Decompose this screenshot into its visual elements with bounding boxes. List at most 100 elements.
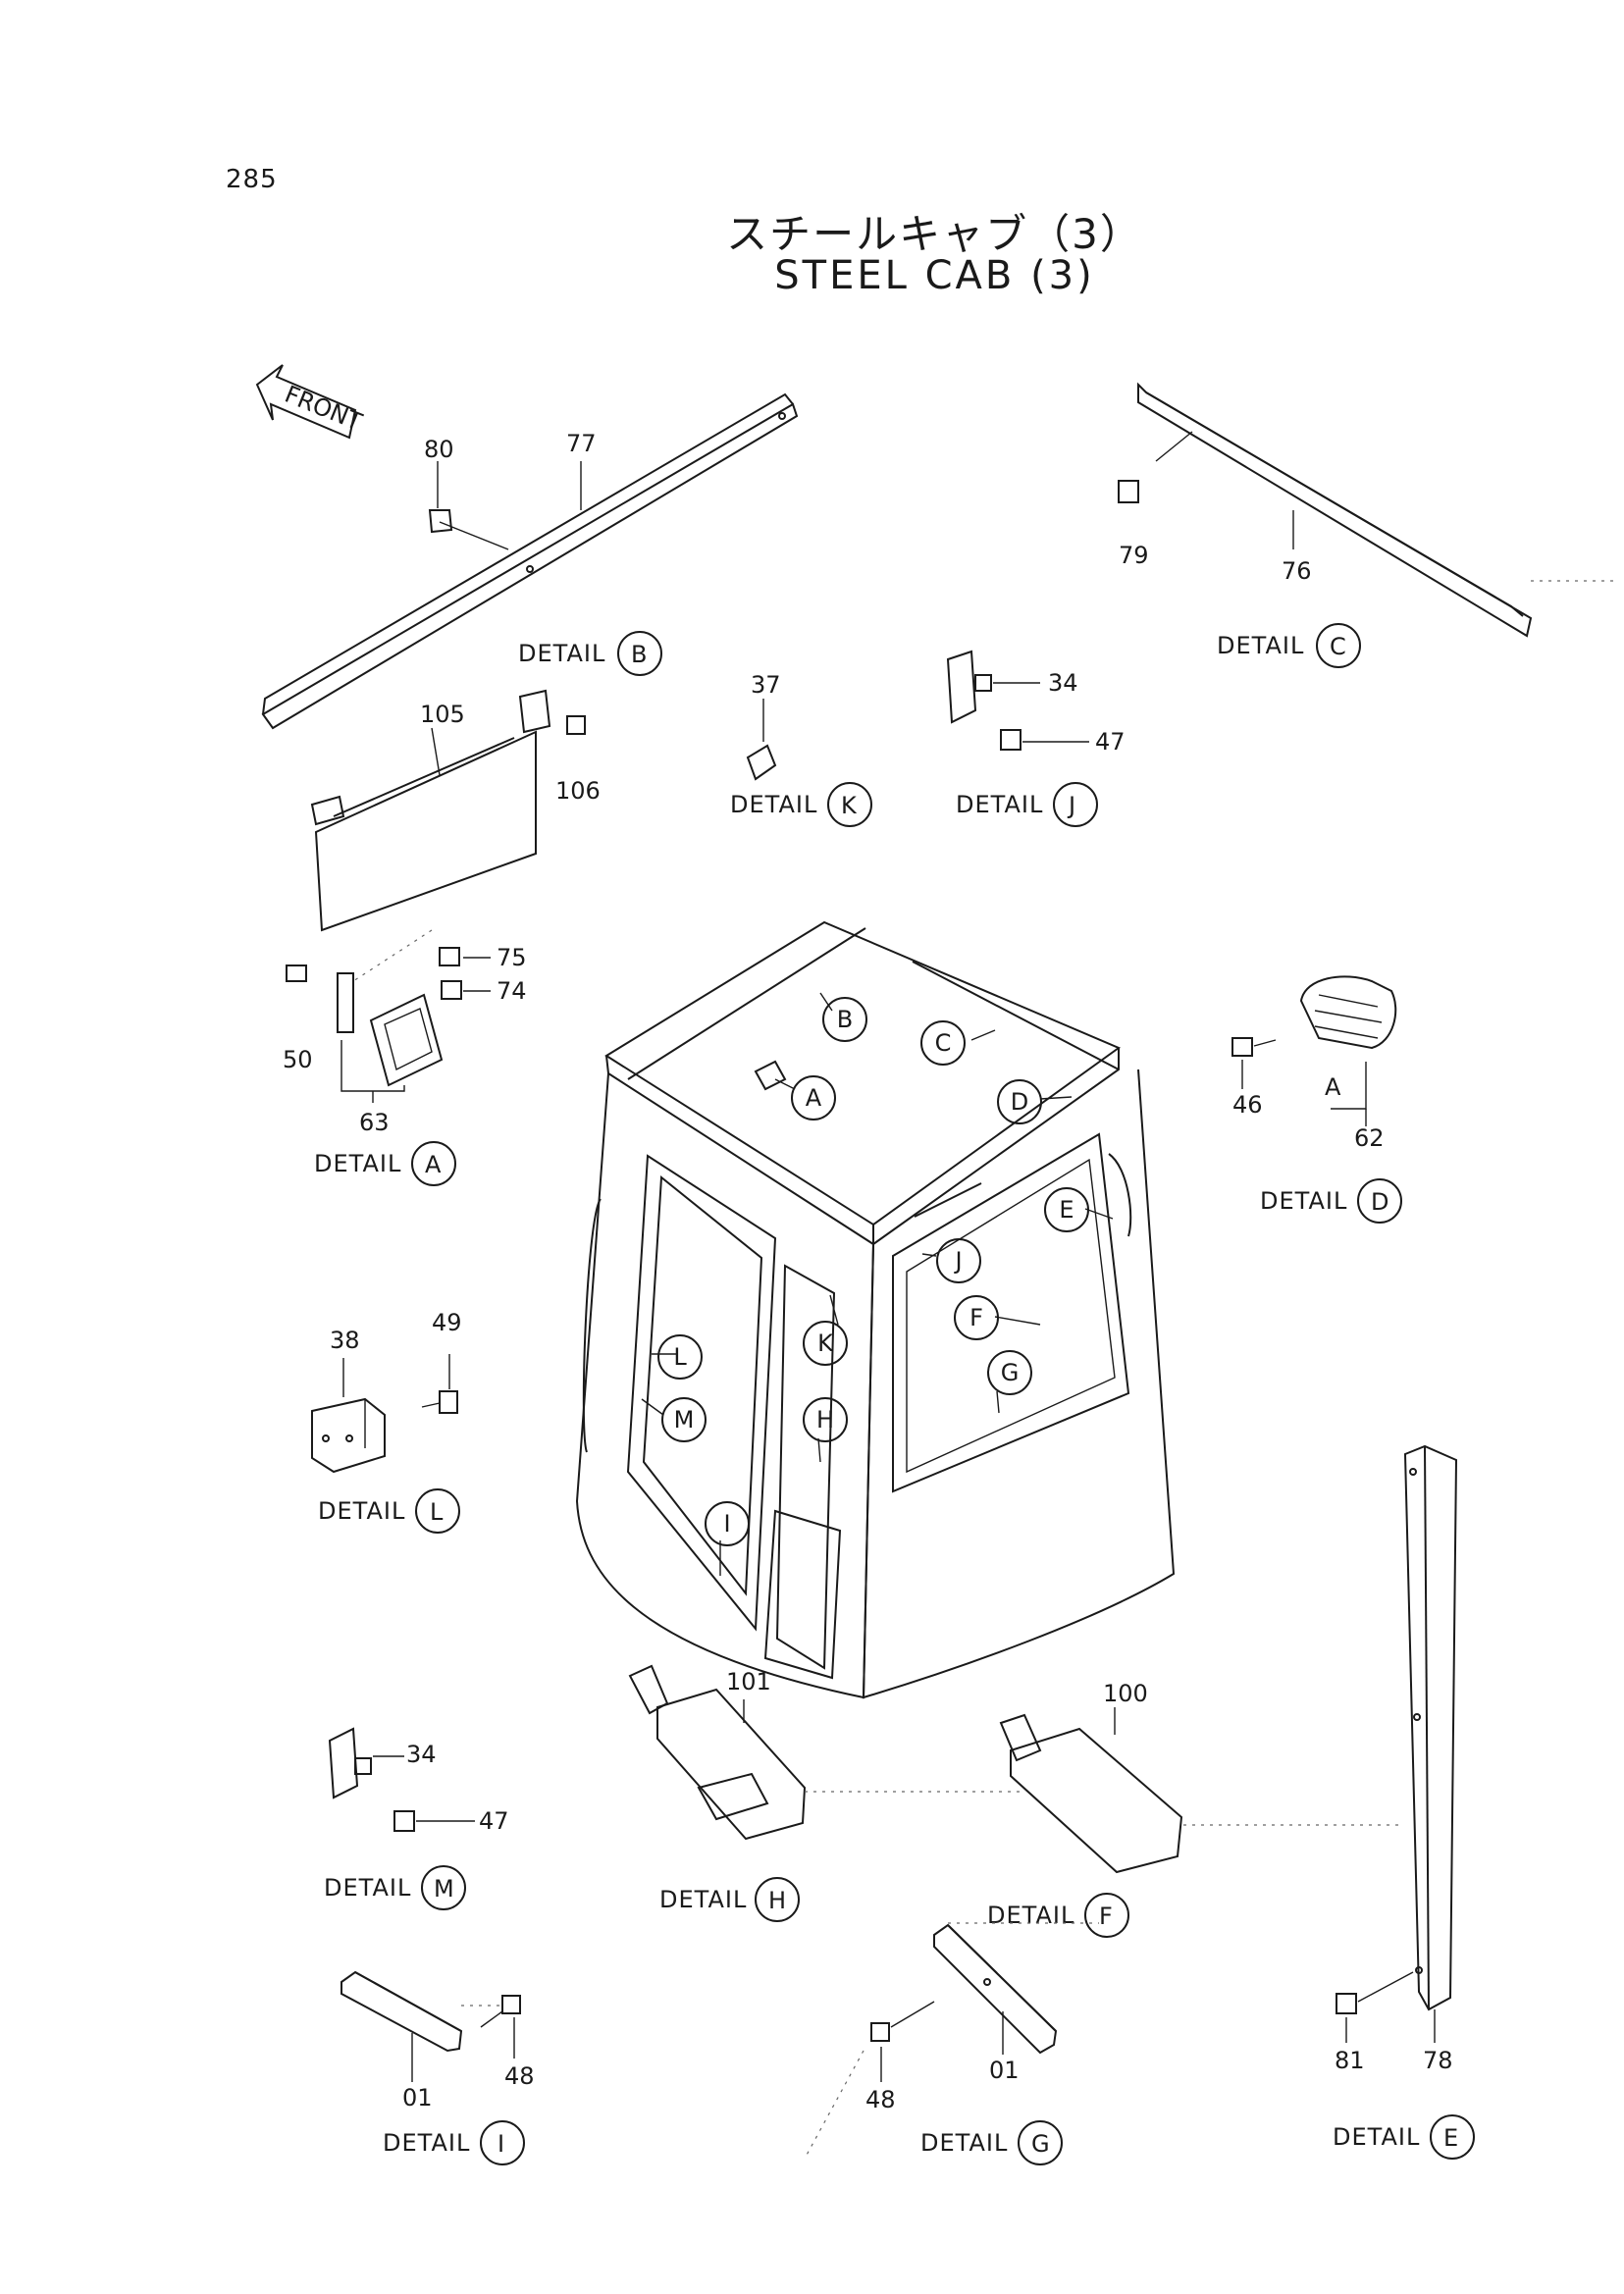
detail-a-letter: A (425, 1151, 442, 1178)
part-37: 37 (751, 671, 781, 699)
detail-k-label: DETAIL (730, 791, 817, 818)
part-106: 106 (555, 777, 601, 805)
part-77: 77 (566, 430, 597, 457)
detail-a-parts (286, 929, 491, 1103)
part-81: 81 (1335, 2047, 1365, 2074)
part-63: 63 (359, 1109, 390, 1136)
part-01-g: 01 (989, 2057, 1020, 2084)
detail-j-letter: J (1067, 792, 1075, 819)
detail-d-parts (1231, 975, 1397, 1126)
detail-f-circle (1084, 1893, 1129, 1938)
detail-h-circle (755, 1877, 800, 1922)
detail-m-label: DETAIL (324, 1874, 411, 1902)
detail-l-letter: L (430, 1498, 444, 1526)
part-105: 105 (420, 701, 465, 728)
detail-k-letter: K (841, 792, 858, 819)
detail-d-circle (1357, 1178, 1402, 1224)
detail-i-parts (341, 1970, 521, 2082)
part-48-g: 48 (865, 2086, 896, 2113)
detail-c-circle (1316, 623, 1361, 668)
detail-i-letter: I (498, 2130, 504, 2158)
detail-i-circle (480, 2120, 525, 2165)
detail-l-parts (311, 1354, 458, 1474)
detail-e-letter: E (1443, 2124, 1458, 2152)
detail-c-letter: C (1330, 633, 1346, 660)
callout-b: B (822, 997, 867, 1042)
part-38: 38 (330, 1327, 360, 1354)
callout-l: L (657, 1334, 703, 1380)
detail-m-circle (421, 1865, 466, 1910)
detail-e-circle (1430, 2114, 1475, 2160)
detail-m-letter: M (434, 1875, 454, 1903)
detail-f-parts (999, 1707, 1403, 1874)
detail-j-label: DETAIL (956, 791, 1043, 818)
part-48-i: 48 (504, 2062, 535, 2090)
detail-g-label: DETAIL (920, 2129, 1008, 2157)
sun-visor (310, 689, 586, 932)
callout-a: A (791, 1075, 836, 1121)
callout-k: K (803, 1321, 848, 1366)
detail-g-circle (1018, 2120, 1063, 2165)
part-76: 76 (1282, 557, 1312, 585)
part-101: 101 (726, 1668, 771, 1695)
part-62: 62 (1354, 1124, 1385, 1152)
title-japanese: スチールキャブ（3） (726, 210, 1143, 258)
detail-i-label: DETAIL (383, 2129, 470, 2157)
callout-e: E (1044, 1187, 1089, 1232)
detail-b-label: DETAIL (518, 640, 605, 667)
part-34-j: 34 (1048, 669, 1078, 697)
part-75: 75 (497, 944, 527, 971)
callout-i: I (705, 1501, 750, 1546)
detail-l-label: DETAIL (318, 1497, 405, 1525)
detail-m-parts (328, 1727, 475, 1832)
detail-b-letter: B (631, 641, 647, 668)
detail-f-label: DETAIL (987, 1902, 1074, 1929)
detail-b-circle (617, 631, 662, 676)
part-a-marker: A (1325, 1073, 1341, 1101)
part-49: 49 (432, 1309, 462, 1336)
detail-k-part (746, 699, 777, 781)
detail-g-parts (804, 1922, 1099, 2160)
part-47-j: 47 (1095, 728, 1126, 756)
detail-d-letter: D (1371, 1188, 1388, 1216)
detail-j-part (946, 650, 1089, 751)
detail-l-circle (415, 1488, 460, 1534)
callout-d: D (997, 1079, 1042, 1124)
detail-a-circle (411, 1141, 456, 1186)
detail-j-circle (1053, 782, 1098, 827)
callout-g: G (987, 1350, 1032, 1395)
part-79: 79 (1119, 542, 1149, 569)
title-english: STEEL CAB (3) (774, 253, 1095, 298)
detail-b-rail (261, 392, 799, 730)
part-46: 46 (1232, 1091, 1263, 1119)
detail-g-letter: G (1031, 2130, 1050, 2158)
page-number: 285 (226, 165, 278, 194)
detail-c-rail (1118, 382, 1619, 638)
part-80: 80 (424, 436, 454, 463)
detail-f-letter: F (1099, 1903, 1113, 1930)
part-100: 100 (1103, 1680, 1148, 1707)
detail-k-circle (827, 782, 872, 827)
part-74: 74 (497, 977, 527, 1005)
callout-j: J (936, 1238, 981, 1283)
detail-e-label: DETAIL (1333, 2123, 1420, 2151)
detail-a-label: DETAIL (314, 1150, 401, 1177)
part-78: 78 (1423, 2047, 1453, 2074)
part-01-i: 01 (402, 2084, 433, 2112)
steel-cab-body (575, 920, 1176, 1699)
detail-h-parts (628, 1664, 1021, 1841)
callout-c: C (920, 1020, 966, 1066)
detail-h-letter: H (768, 1887, 786, 1914)
detail-e-parts (1336, 1444, 1458, 2043)
detail-h-label: DETAIL (659, 1886, 747, 1913)
part-34-m: 34 (406, 1741, 437, 1768)
callout-m: M (661, 1397, 707, 1442)
part-50: 50 (283, 1046, 313, 1073)
callout-h: H (803, 1397, 848, 1442)
detail-c-label: DETAIL (1217, 632, 1304, 659)
detail-d-label: DETAIL (1260, 1187, 1347, 1215)
callout-f: F (954, 1295, 999, 1340)
part-47-m: 47 (479, 1807, 509, 1835)
